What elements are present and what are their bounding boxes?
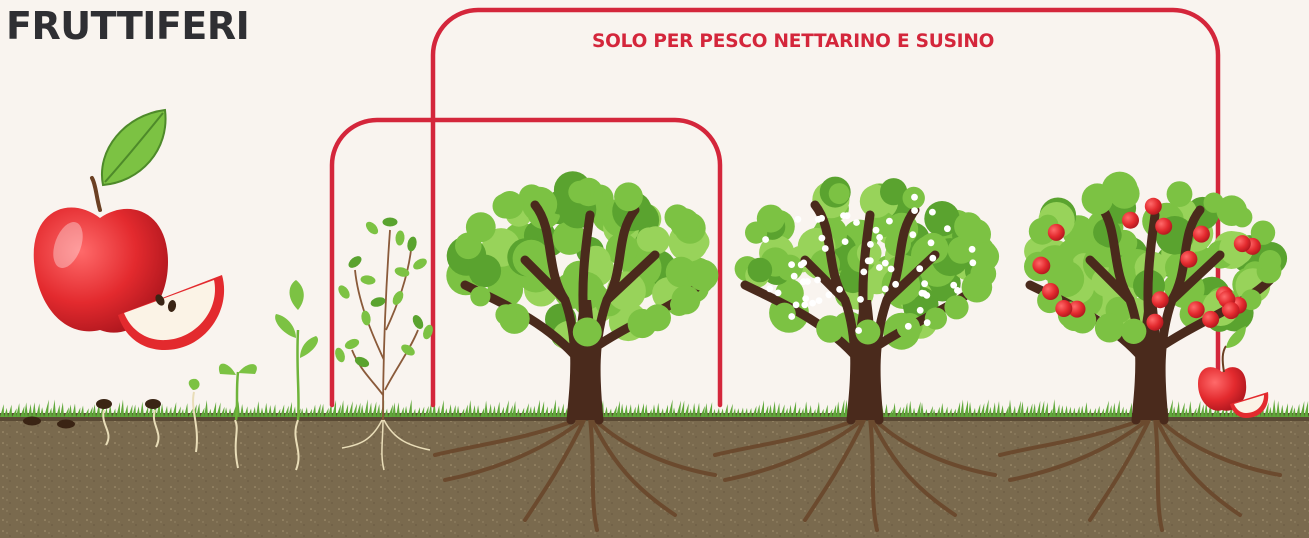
bracket-nettarino-susino	[430, 7, 1221, 408]
apple-icon	[33, 108, 168, 333]
sprout-icon	[188, 363, 257, 469]
fruiting-tree-icon	[998, 171, 1288, 532]
trees	[433, 171, 1288, 532]
germinating-seed-icon	[96, 399, 161, 448]
bracket-sapling-to-tree	[329, 117, 723, 408]
bracket-label: SOLO PER PESCO NETTARINO E SUSINO	[592, 31, 995, 52]
seedling-icon	[275, 280, 319, 471]
page-title: FRUTTIFERI	[6, 4, 250, 48]
flowering-tree-icon	[713, 176, 1000, 532]
apple-slice-icon	[118, 275, 225, 350]
grass	[0, 399, 1309, 417]
seed-stage-icon	[23, 416, 75, 429]
fallen-apple-icon	[1198, 326, 1269, 418]
leafy-tree-icon	[433, 171, 719, 532]
sapling-icon	[335, 217, 433, 471]
ground	[0, 399, 1309, 538]
